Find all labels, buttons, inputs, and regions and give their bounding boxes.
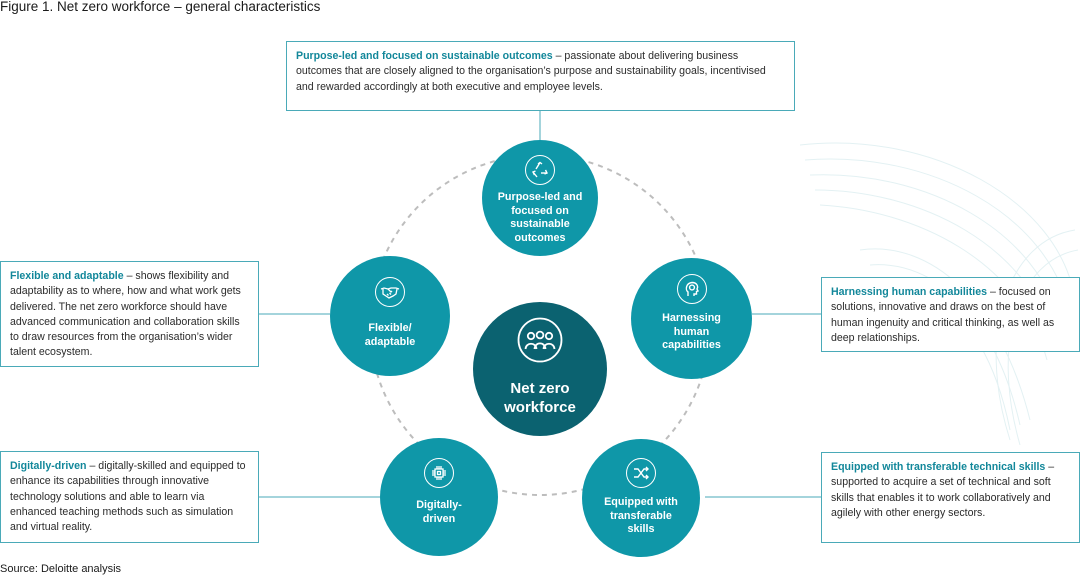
chip-icon bbox=[424, 458, 454, 488]
description-box-text: – shows flexibility and adaptability as … bbox=[10, 270, 241, 359]
center-label-line2: workforce bbox=[504, 399, 576, 416]
node-digitally-driven: Digitally- driven bbox=[380, 438, 498, 556]
node-label-line: Digitally- bbox=[416, 499, 462, 511]
description-box-title: Digitally-driven bbox=[10, 460, 87, 472]
node-label-line: transferable bbox=[610, 509, 672, 522]
center-label-line1: Net zero bbox=[510, 380, 570, 397]
node-label-line: sustainable bbox=[510, 218, 570, 230]
description-box-human: Harnessing human capabilities – focused … bbox=[821, 277, 1080, 352]
shuffle-icon bbox=[626, 458, 656, 488]
node-label-line: Equipped with bbox=[604, 496, 678, 508]
node-label-line: adaptable bbox=[364, 335, 416, 348]
description-box-title: Purpose-led and focused on sustainable o… bbox=[296, 50, 553, 62]
node-purpose-led: Purpose-led and focused on sustainable o… bbox=[482, 140, 598, 256]
description-box-title: Harnessing human capabilities bbox=[831, 286, 988, 298]
figure-source: Source: Deloitte analysis bbox=[0, 563, 122, 575]
description-box-title: Equipped with transferable technical ski… bbox=[831, 461, 1046, 473]
description-box-flexible: Flexible and adaptable – shows flexibili… bbox=[0, 261, 259, 367]
node-label-line: driven bbox=[422, 512, 456, 525]
node-label-line: Harnessing bbox=[662, 312, 721, 324]
node-harnessing-human-capabilities: Harnessing human capabilities bbox=[631, 258, 752, 379]
description-box-text: – digitally-skilled and equipped to enha… bbox=[10, 460, 246, 534]
brain-head-icon bbox=[676, 274, 707, 304]
node-label-line: Purpose-led and bbox=[497, 191, 583, 203]
description-box-transferable: Equipped with transferable technical ski… bbox=[821, 452, 1080, 543]
description-box-digital: Digitally-driven – digitally-skilled and… bbox=[0, 451, 259, 543]
figure-title: Figure 1. Net zero workforce – general c… bbox=[0, 0, 321, 14]
node-label-line: skills bbox=[627, 523, 655, 535]
description-box-text: – passionate about delivering business o… bbox=[296, 50, 766, 93]
description-box-title: Flexible and adaptable bbox=[10, 270, 124, 282]
description-box-purpose: Purpose-led and focused on sustainable o… bbox=[286, 41, 795, 111]
connector-lines bbox=[259, 110, 821, 498]
handshake-icon bbox=[375, 277, 405, 307]
node-flexible-adaptable: Flexible/ adaptable bbox=[330, 256, 450, 376]
node-label-line: human bbox=[673, 325, 710, 338]
description-box-text: – supported to acquire a set of technica… bbox=[831, 461, 1055, 519]
node-label-line: capabilities bbox=[662, 339, 721, 351]
node-label-line: Flexible/ bbox=[368, 322, 412, 334]
node-equipped-transferable-skills: Equipped with transferable skills bbox=[582, 439, 700, 557]
recycle-icon bbox=[525, 155, 555, 185]
node-label-line: outcomes bbox=[514, 231, 566, 244]
center-node-net-zero-workforce: Net zero workforce bbox=[473, 302, 607, 436]
description-box-text: – focused on solutions, innovative and d… bbox=[831, 286, 1055, 344]
node-label-line: focused on bbox=[511, 204, 569, 217]
people-group-icon bbox=[516, 316, 564, 369]
